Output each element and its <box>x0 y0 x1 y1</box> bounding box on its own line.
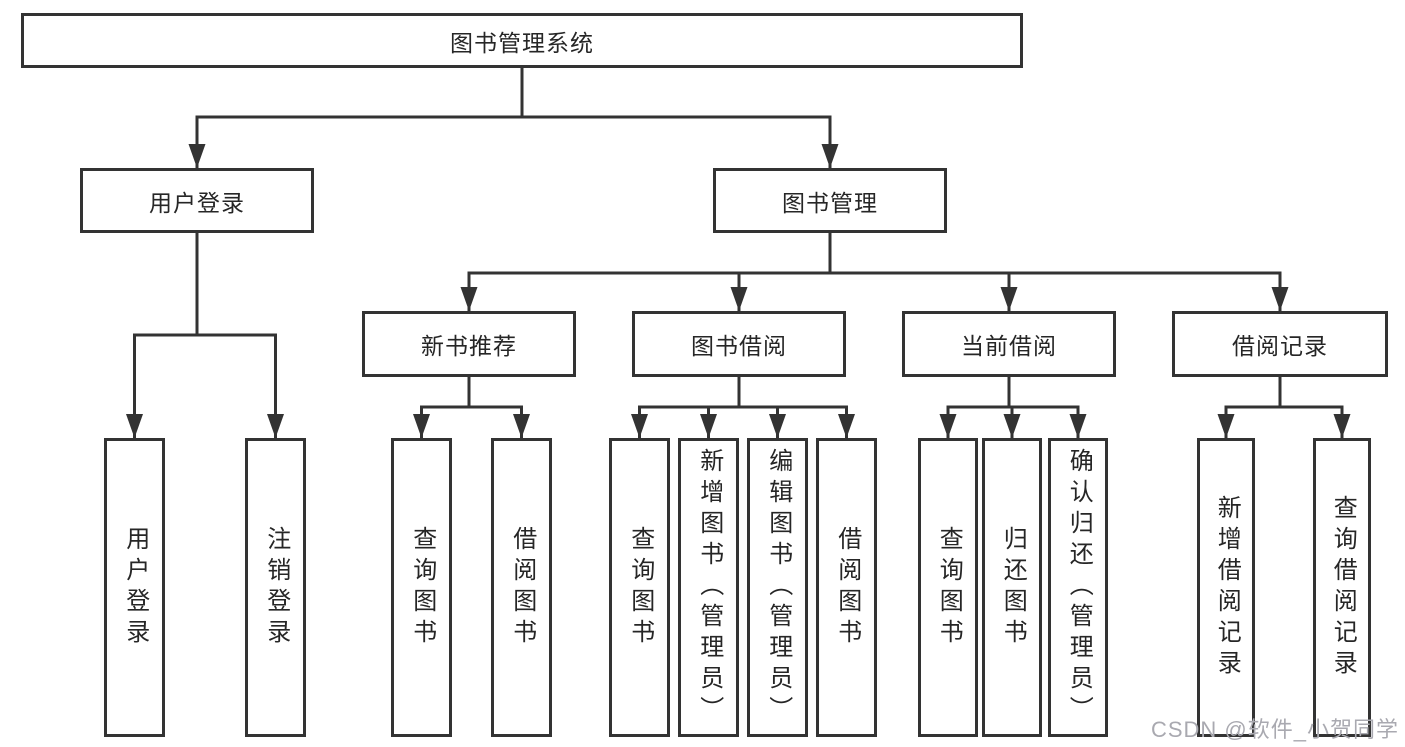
leaf-query-books-recommend: 查询图书 <box>391 438 452 737</box>
leaf-borrow-books-recommend: 借阅图书 <box>491 438 552 737</box>
node-book-borrowing: 图书借阅 <box>632 311 846 377</box>
leaf-label: 借阅图书 <box>508 525 536 650</box>
leaf-query-books-current: 查询图书 <box>918 438 978 737</box>
leaf-label: 查询图书 <box>408 525 436 650</box>
leaf-label: 新增借阅记录 <box>1213 494 1241 681</box>
leaf-label: 归还图书 <box>999 525 1027 650</box>
node-new-book-recommendation: 新书推荐 <box>362 311 576 377</box>
leaf-label: 注销登录 <box>262 525 290 650</box>
leaf-label: 查询图书 <box>626 525 654 650</box>
leaf-label: 确认归还（管理员） <box>1065 448 1093 727</box>
leaf-add-books-admin: 新增图书（管理员） <box>678 438 739 737</box>
node-user-login: 用户登录 <box>80 168 314 233</box>
leaf-edit-books-admin: 编辑图书（管理员） <box>747 438 808 737</box>
leaf-confirm-return-admin: 确认归还（管理员） <box>1048 438 1108 737</box>
leaf-label: 查询借阅记录 <box>1329 494 1357 681</box>
leaf-add-borrow-record: 新增借阅记录 <box>1197 438 1255 737</box>
leaf-label: 编辑图书（管理员） <box>764 448 792 727</box>
leaf-borrow-books: 借阅图书 <box>816 438 877 737</box>
csdn-watermark: CSDN @软件_小贺同学 <box>1150 717 1399 742</box>
node-current-borrowing: 当前借阅 <box>902 311 1116 377</box>
leaf-label: 查询图书 <box>935 525 963 650</box>
leaf-query-borrow-record: 查询借阅记录 <box>1313 438 1371 737</box>
node-book-management: 图书管理 <box>713 168 947 233</box>
leaf-logout: 注销登录 <box>245 438 306 737</box>
node-library-management-system: 图书管理系统 <box>21 13 1023 68</box>
node-borrowing-records: 借阅记录 <box>1172 311 1388 377</box>
leaf-user-login: 用户登录 <box>104 438 165 737</box>
leaf-query-books-borrowing: 查询图书 <box>609 438 670 737</box>
leaf-return-books: 归还图书 <box>982 438 1042 737</box>
leaf-label: 新增图书（管理员） <box>695 448 723 727</box>
leaf-label: 用户登录 <box>121 525 149 650</box>
leaf-label: 借阅图书 <box>833 525 861 650</box>
